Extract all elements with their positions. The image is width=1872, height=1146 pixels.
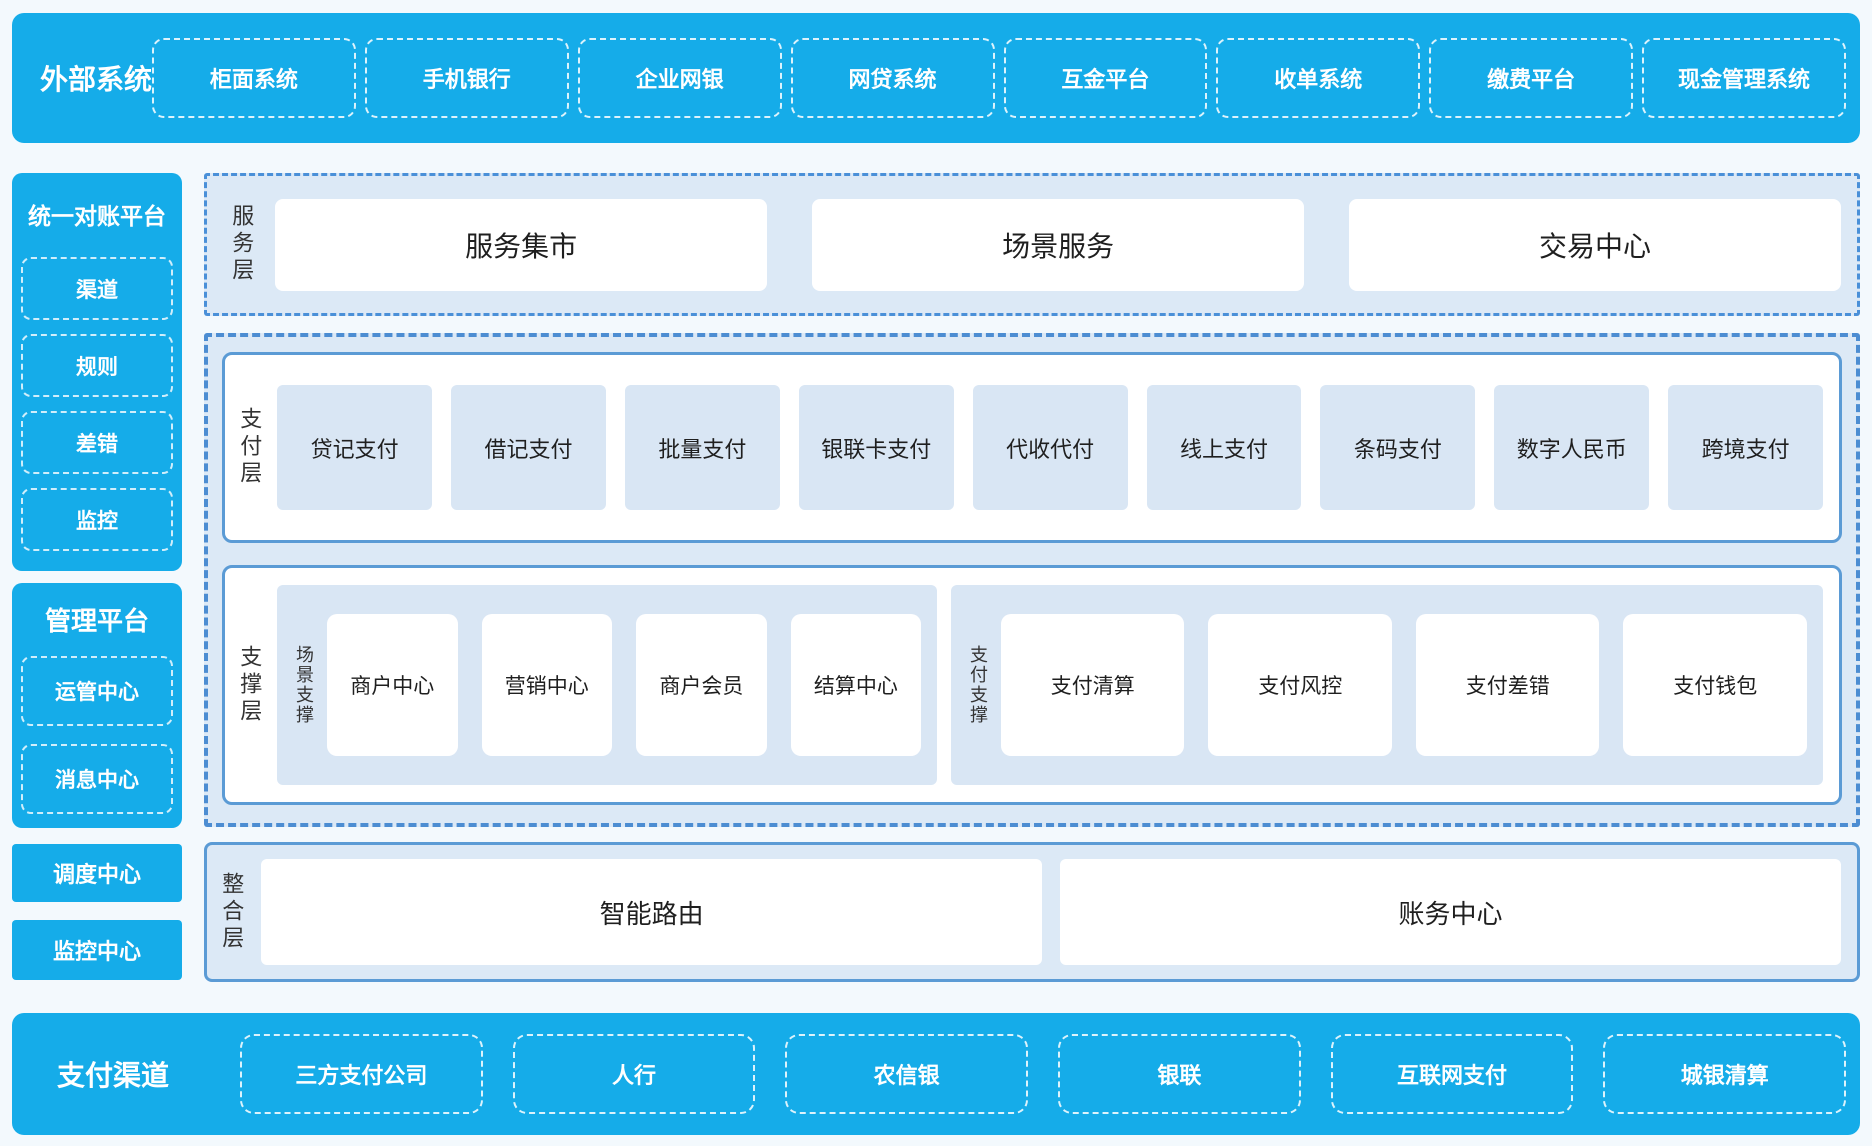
payment-channels-title: 支付渠道	[57, 1060, 170, 1091]
management-items: 运管中心消息中心	[21, 656, 173, 814]
payment-support-item: 支付钱包	[1623, 614, 1807, 756]
external-system-item: 缴费平台	[1429, 38, 1634, 118]
management-platform-title: 管理平台	[44, 606, 149, 636]
payment-support-item: 支付差错	[1415, 614, 1600, 756]
external-system-item: 手机银行	[364, 38, 569, 118]
payment-item: 借记支付	[451, 385, 606, 510]
payment-item: 贷记支付	[277, 385, 433, 510]
reconciliation-item: 监控	[21, 488, 173, 551]
external-systems-band: 外部系统 柜面系统手机银行企业网银网贷系统互金平台收单系统缴费平台现金管理系统	[12, 13, 1860, 143]
integration-item: 智能路由	[261, 859, 1043, 965]
payment-layer: 支付层 贷记支付借记支付批量支付银联卡支付代收代付线上支付条码支付数字人民币跨境…	[222, 352, 1842, 543]
management-item: 消息中心	[21, 744, 173, 814]
reconciliation-items: 渠道规则差错监控	[21, 257, 173, 551]
service-layer: 服务层 服务集市场景服务交易中心	[204, 173, 1860, 316]
scene-support-label: 场景支撑	[293, 645, 314, 725]
integration-layer-label: 整合层	[219, 871, 245, 953]
integration-layer: 整合层 智能路由账务中心	[204, 842, 1860, 982]
payment-channel-item: 互联网支付	[1330, 1034, 1574, 1114]
payment-channel-item: 三方支付公司	[240, 1034, 483, 1114]
payment-item: 条码支付	[1320, 385, 1476, 510]
service-item: 服务集市	[275, 198, 768, 291]
service-item: 交易中心	[1349, 198, 1841, 291]
payment-support-item: 支付清算	[1000, 614, 1185, 756]
scene-support-item: 商户会员	[636, 614, 767, 756]
payment-support-item: 支付风控	[1208, 614, 1392, 756]
payment-layer-label: 支付层	[237, 407, 263, 488]
payment-support-container: 支付层 贷记支付借记支付批量支付银联卡支付代收代付线上支付条码支付数字人民币跨境…	[204, 333, 1860, 827]
external-system-item: 网贷系统	[790, 38, 995, 118]
reconciliation-item: 规则	[21, 334, 173, 397]
service-layer-label: 服务层	[229, 204, 255, 285]
external-systems-items: 柜面系统手机银行企业网银网贷系统互金平台收单系统缴费平台现金管理系统	[152, 38, 1860, 118]
scene-support-item: 营销中心	[481, 614, 613, 756]
scene-support-group: 场景支撑 商户中心营销中心商户会员结算中心	[277, 585, 938, 785]
payment-item: 跨境支付	[1668, 385, 1824, 510]
support-layer-label: 支撑层	[237, 644, 263, 726]
payment-channel-item: 人行	[512, 1034, 756, 1114]
scene-support-item: 结算中心	[790, 614, 922, 756]
external-system-item: 柜面系统	[152, 38, 356, 118]
payment-support-items: 支付清算支付风控支付差错支付钱包	[1000, 614, 1807, 756]
sidebar: 统一对账平台 渠道规则差错监控 管理平台 运管中心消息中心 调度中心 监控中心	[12, 173, 182, 982]
payment-channel-item: 银联	[1058, 1034, 1301, 1114]
external-systems-title: 外部系统	[40, 64, 153, 95]
diagram-body: 统一对账平台 渠道规则差错监控 管理平台 运管中心消息中心 调度中心 监控中心 …	[12, 173, 1860, 982]
dispatch-center-block: 调度中心	[12, 844, 182, 902]
main-layers: 服务层 服务集市场景服务交易中心 支付层 贷记支付借记支付批量支付银联卡支付代收…	[204, 173, 1860, 982]
support-layer-groups: 场景支撑 商户中心营销中心商户会员结算中心 支付支撑 支付清算支付风控支付差错支…	[277, 585, 1823, 785]
scene-support-item: 商户中心	[326, 614, 458, 756]
payment-support-group: 支付支撑 支付清算支付风控支付差错支付钱包	[951, 585, 1823, 785]
payment-item: 银联卡支付	[798, 385, 954, 510]
payment-item: 批量支付	[624, 385, 780, 510]
reconciliation-platform-title: 统一对账平台	[28, 203, 166, 229]
support-layer: 支撑层 场景支撑 商户中心营销中心商户会员结算中心 支付支撑	[222, 565, 1842, 805]
payment-channel-item: 农信银	[785, 1034, 1029, 1114]
payment-item: 线上支付	[1146, 385, 1302, 510]
monitor-center-block: 监控中心	[12, 920, 182, 980]
external-system-item: 企业网银	[577, 38, 782, 118]
scene-support-items: 商户中心营销中心商户会员结算中心	[326, 614, 922, 756]
payment-channels-items: 三方支付公司人行农信银银联互联网支付城银清算	[240, 1034, 1860, 1114]
integration-layer-items: 智能路由账务中心	[261, 859, 1841, 965]
payment-item: 代收代付	[972, 385, 1128, 510]
management-item: 运管中心	[21, 656, 173, 726]
service-layer-items: 服务集市场景服务交易中心	[275, 198, 1841, 291]
reconciliation-platform-block: 统一对账平台 渠道规则差错监控	[12, 173, 182, 571]
external-system-item: 互金平台	[1003, 38, 1208, 118]
management-platform-block: 管理平台 运管中心消息中心	[12, 583, 182, 828]
payment-channel-item: 城银清算	[1603, 1034, 1847, 1114]
reconciliation-item: 差错	[21, 411, 173, 474]
external-system-item: 收单系统	[1216, 38, 1421, 118]
payment-item: 数字人民币	[1494, 385, 1650, 510]
payment-support-label: 支付支撑	[967, 645, 988, 725]
payment-layer-items: 贷记支付借记支付批量支付银联卡支付代收代付线上支付条码支付数字人民币跨境支付	[277, 385, 1824, 510]
integration-item: 账务中心	[1060, 859, 1841, 965]
service-item: 场景服务	[812, 198, 1305, 291]
payment-channels-band: 支付渠道 三方支付公司人行农信银银联互联网支付城银清算	[12, 1013, 1860, 1135]
external-system-item: 现金管理系统	[1642, 38, 1846, 118]
reconciliation-item: 渠道	[21, 257, 173, 320]
